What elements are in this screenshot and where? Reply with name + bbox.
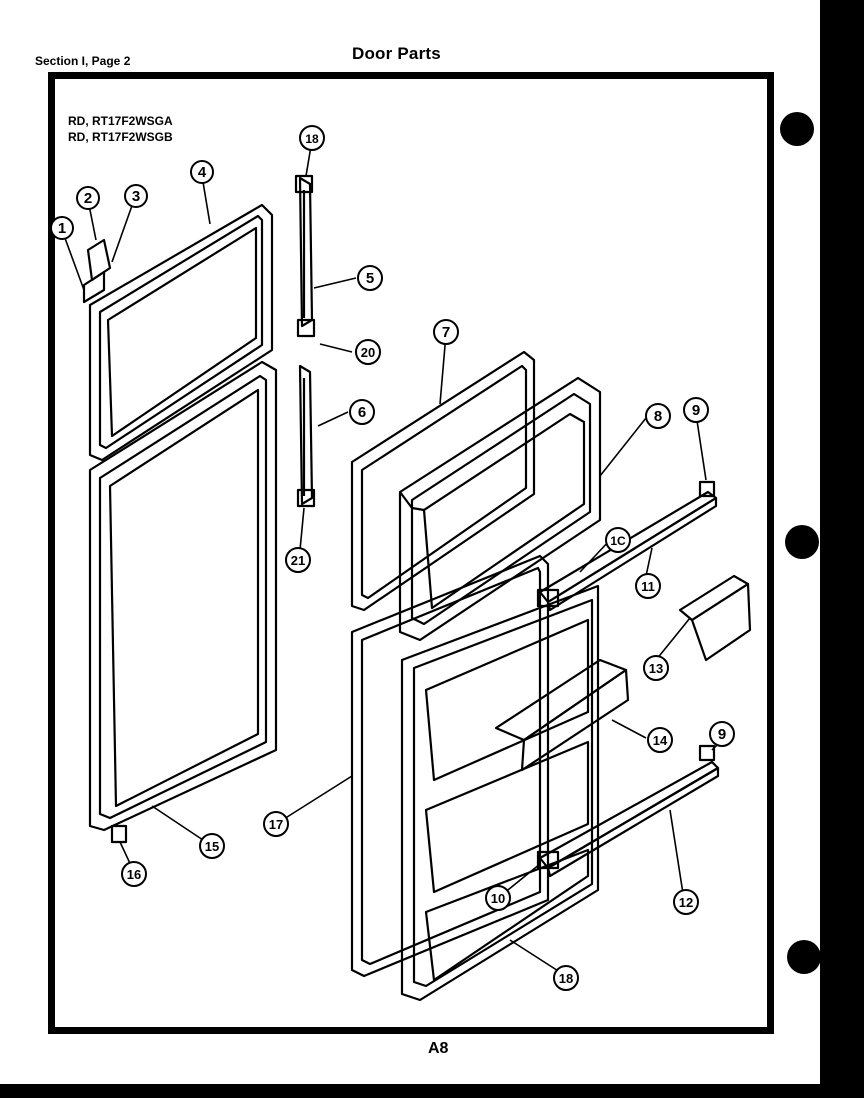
freezer-door-gasket bbox=[350, 350, 536, 612]
callout-2: 2 bbox=[76, 186, 100, 210]
diagram-frame bbox=[48, 72, 774, 1034]
callout-1c: 1C bbox=[605, 527, 631, 553]
callout-13: 13 bbox=[643, 655, 669, 681]
callout-1: 1 bbox=[50, 216, 74, 240]
callout-number: 18 bbox=[559, 971, 573, 986]
callout-11: 11 bbox=[635, 573, 661, 599]
callout-number: 5 bbox=[366, 270, 374, 287]
callout-number: 18 bbox=[305, 132, 319, 146]
freezer-shelf-bar bbox=[536, 480, 718, 612]
callout-number: 12 bbox=[679, 895, 693, 910]
callout-number: 17 bbox=[269, 817, 283, 832]
callout-20: 20 bbox=[355, 339, 381, 365]
door-shelf bbox=[494, 658, 630, 772]
binder-hole-middle bbox=[785, 525, 819, 559]
section-label: Section I, Page 2 bbox=[35, 54, 131, 68]
callout-8: 8 bbox=[645, 403, 671, 429]
fresh-food-door-gasket bbox=[350, 554, 550, 978]
scan-edge-right bbox=[820, 0, 864, 1098]
callout-9-top: 9 bbox=[683, 397, 709, 423]
callout-number: 13 bbox=[649, 661, 663, 676]
dairy-door-cover bbox=[678, 574, 752, 662]
callout-number: 21 bbox=[291, 553, 305, 568]
callout-number: 9 bbox=[718, 726, 726, 743]
model-number: RD, RT17F2WSGB bbox=[68, 130, 173, 144]
page-code: A8 bbox=[428, 1040, 449, 1057]
callout-number: 4 bbox=[198, 164, 207, 181]
model-number: RD, RT17F2WSGA bbox=[68, 114, 173, 128]
callout-18-bottom: 18 bbox=[553, 965, 579, 991]
fresh-food-door-liner bbox=[400, 584, 600, 1002]
freezer-door-panel bbox=[88, 203, 274, 462]
callout-16: 16 bbox=[121, 861, 147, 887]
callout-number: 8 bbox=[654, 408, 662, 425]
callout-15: 15 bbox=[199, 833, 225, 859]
fresh-food-shelf-bar bbox=[536, 744, 720, 878]
callout-number: 1C bbox=[610, 534, 626, 548]
callout-number: 1 bbox=[58, 220, 66, 237]
binder-hole-bottom bbox=[787, 940, 821, 974]
callout-number: 6 bbox=[358, 404, 366, 421]
callout-21: 21 bbox=[285, 547, 311, 573]
lower-door-handle bbox=[296, 364, 316, 508]
callout-18-top: 18 bbox=[299, 125, 325, 151]
hinge-pin-part bbox=[110, 824, 128, 844]
callout-12: 12 bbox=[673, 889, 699, 915]
callout-6: 6 bbox=[349, 399, 375, 425]
model-list: RD, RT17F2WSGA RD, RT17F2WSGB bbox=[68, 113, 173, 145]
callout-number: 16 bbox=[127, 867, 141, 882]
callout-number: 2 bbox=[84, 190, 92, 207]
callout-number: 11 bbox=[641, 579, 655, 594]
callout-number: 3 bbox=[132, 188, 140, 205]
door-stop-bracket bbox=[82, 238, 112, 304]
page-title: Door Parts bbox=[352, 44, 441, 63]
callout-9-bottom: 9 bbox=[709, 721, 735, 747]
callout-4: 4 bbox=[190, 160, 214, 184]
callout-10: 10 bbox=[485, 885, 511, 911]
fresh-food-door-panel bbox=[88, 360, 278, 832]
callout-number: 15 bbox=[205, 839, 219, 854]
binder-hole-top bbox=[780, 112, 814, 146]
callout-14: 14 bbox=[647, 727, 673, 753]
upper-door-handle bbox=[294, 174, 316, 338]
callout-5: 5 bbox=[357, 265, 383, 291]
callout-number: 7 bbox=[442, 324, 450, 341]
callout-number: 14 bbox=[653, 733, 668, 748]
callout-number: 10 bbox=[491, 891, 505, 906]
callout-number: 9 bbox=[692, 402, 700, 419]
callout-3: 3 bbox=[124, 184, 148, 208]
callout-7: 7 bbox=[433, 319, 459, 345]
freezer-door-liner bbox=[398, 376, 602, 642]
scan-edge-bottom bbox=[0, 1084, 864, 1098]
callout-number: 20 bbox=[361, 345, 375, 360]
callout-17: 17 bbox=[263, 811, 289, 837]
